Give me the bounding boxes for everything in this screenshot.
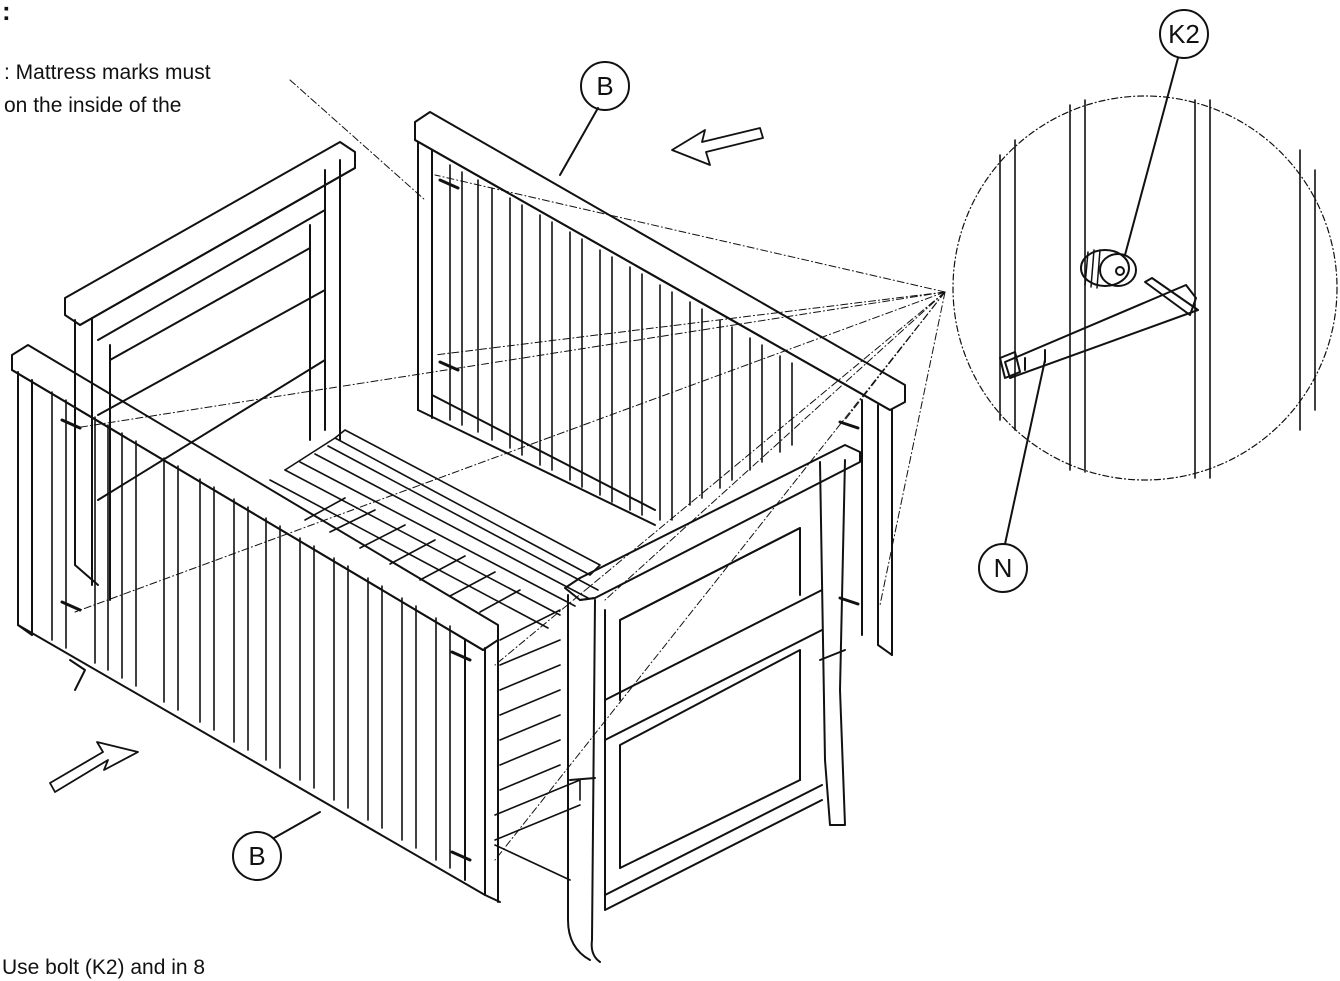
- callout-k2: [1124, 9, 1209, 256]
- bolt-marks: [60, 178, 860, 862]
- arrow-icon: [49, 741, 139, 793]
- allen-key-n-icon: [999, 277, 1199, 379]
- headboard-panel: [64, 141, 356, 601]
- front-rail-slats: [51, 391, 451, 869]
- side-rail-front: [11, 344, 501, 903]
- leader-lines: [74, 79, 946, 861]
- callout-n: [978, 359, 1046, 593]
- arrow-icon: [671, 127, 764, 166]
- callout-b-top: [559, 61, 630, 176]
- bolt-k2-icon: [1080, 249, 1137, 289]
- note-line-1: : Mattress marks must: [4, 61, 211, 84]
- callout-b-bottom: [232, 811, 321, 881]
- detail-view: [952, 9, 1338, 593]
- footboard-panel: [564, 444, 861, 963]
- callout-b-top-label: B: [596, 71, 613, 101]
- side-rail-back: [414, 111, 906, 656]
- mattress-support: [269, 429, 601, 881]
- step-heading-fragment: :: [2, 0, 11, 26]
- note-line-2: on the inside of the: [4, 94, 182, 117]
- back-rail-slats: [449, 164, 793, 521]
- callout-k2-label: K2: [1168, 19, 1200, 49]
- callout-n-label: N: [994, 553, 1013, 583]
- callout-b-bottom-label: B: [248, 841, 265, 871]
